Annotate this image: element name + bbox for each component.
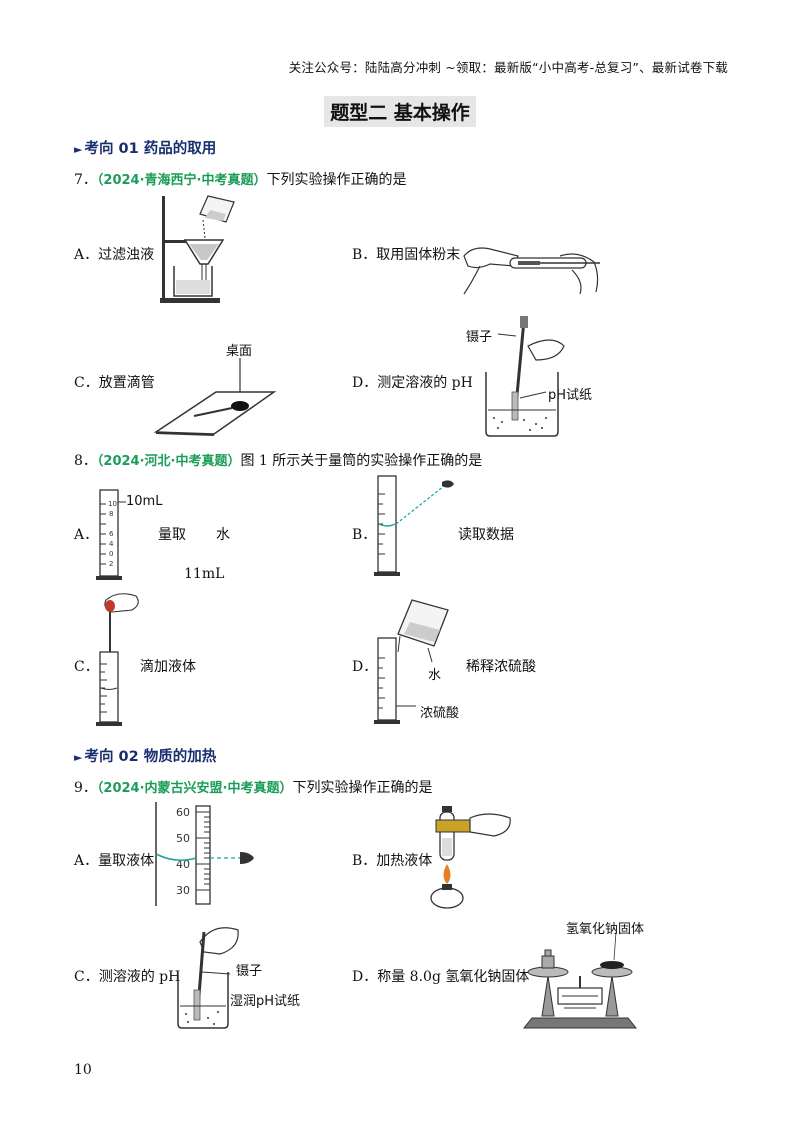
option-letter: A． — [74, 853, 99, 869]
q8-c-text: 滴加液体 — [140, 659, 196, 675]
question-number: 9． — [74, 780, 97, 796]
graduated-cylinder-a-figure: 10 8 6 4 0 2 — [96, 489, 126, 580]
question-source: （2024·内蒙古兴安盟·中考真题） — [96, 781, 293, 796]
diluting-acid-figure — [374, 599, 449, 724]
option-letter: A． — [74, 527, 99, 543]
question-number: 7． — [74, 172, 97, 188]
option-text: 加热液体 — [376, 853, 433, 869]
section-label: 考向 01 药品的取用 — [84, 141, 217, 157]
q8-a-text3: 11mL — [184, 566, 225, 582]
section-heading-1: ►考向 01 药品的取用 — [74, 137, 216, 158]
section-heading-2: ►考向 02 物质的加热 — [74, 745, 216, 766]
scale-label: 60 — [176, 806, 190, 819]
filtration-apparatus-figure — [160, 195, 235, 303]
triangle-marker-icon: ► — [74, 143, 83, 156]
q9-option-b[interactable]: B．加热液体 — [352, 850, 432, 870]
q8-option-a[interactable]: A． — [74, 524, 98, 544]
option-letter: D． — [352, 375, 378, 391]
question-7-stem: 7．（2024·青海西宁·中考真题）下列实验操作正确的是 — [74, 169, 406, 189]
ph-paper-label: pH试纸 — [548, 388, 593, 403]
q9-option-d[interactable]: D．称量 8.0g 氢氧化钠固体 — [352, 966, 529, 986]
page-title: 题型二 基本操作 — [324, 96, 476, 127]
question-text: 下列实验操作正确的是 — [292, 780, 433, 796]
tick-label: 6 — [109, 530, 114, 538]
wet-ph-paper-label: 湿润pH试纸 — [230, 994, 301, 1009]
question-text: 下列实验操作正确的是 — [266, 172, 407, 188]
q8-option-c[interactable]: C． — [74, 656, 99, 676]
q8-a-text2: 水 — [216, 527, 230, 543]
tweezers-label: 镊子 — [466, 330, 493, 345]
scale-label: 50 — [176, 832, 190, 845]
triangle-marker-icon: ► — [74, 751, 83, 764]
ten-ml-label: 10mL — [126, 494, 163, 509]
question-source: （2024·河北·中考真题） — [96, 454, 241, 469]
scale-label: 40 — [176, 858, 190, 871]
water-label: 水 — [428, 668, 442, 683]
ph-test-beaker-figure — [485, 316, 565, 437]
option-letter: D． — [352, 969, 378, 985]
question-text: 图 1 所示关于量筒的实验操作正确的是 — [240, 453, 483, 469]
section-label: 考向 02 物质的加热 — [84, 749, 217, 765]
option-letter: C． — [74, 375, 99, 391]
option-letter: B． — [352, 853, 377, 869]
dropping-liquid-cylinder-figure — [96, 593, 139, 726]
desk-label: 桌面 — [226, 344, 253, 359]
question-9-stem: 9．（2024·内蒙古兴安盟·中考真题）下列实验操作正确的是 — [74, 777, 432, 797]
page-title-wrap: 题型二 基本操作 — [0, 96, 800, 127]
q8-b-text: 读取数据 — [458, 527, 514, 543]
option-letter: C． — [74, 969, 99, 985]
page-number: 10 — [74, 1062, 92, 1078]
question-source: （2024·青海西宁·中考真题） — [96, 173, 267, 188]
tweezers-label-2: 镊子 — [236, 964, 263, 979]
naoh-label: 氢氧化钠固体 — [566, 922, 645, 937]
conc-acid-label: 浓硫酸 — [420, 706, 460, 721]
tick-label: 4 — [109, 540, 114, 548]
option-letter: C． — [74, 659, 99, 675]
option-letter: A． — [74, 247, 99, 263]
q7-option-c[interactable]: C．放置滴管 — [74, 372, 155, 392]
q8-option-b[interactable]: B． — [352, 524, 376, 544]
option-text: 放置滴管 — [98, 375, 155, 391]
question-8-stem: 8．（2024·河北·中考真题）图 1 所示关于量筒的实验操作正确的是 — [74, 450, 482, 470]
reading-cylinder-b-figure — [374, 475, 454, 576]
q8-a-text1: 量取 — [158, 527, 186, 543]
option-text: 量取液体 — [98, 853, 155, 869]
measuring-liquid-scale-figure: 60 50 40 30 — [155, 802, 254, 906]
scale-label: 30 — [176, 884, 190, 897]
tick-label: 0 — [109, 550, 113, 558]
q8-d-text: 稀释浓硫酸 — [466, 659, 536, 675]
tick-label: 10 — [108, 500, 117, 508]
heating-liquid-figure — [430, 806, 511, 909]
option-text: 测溶液的 pH — [98, 969, 181, 985]
option-letter: B． — [352, 527, 377, 543]
wet-ph-test-figure — [177, 927, 239, 1029]
q9-option-a[interactable]: A．量取液体 — [74, 850, 154, 870]
q7-option-d[interactable]: D．测定溶液的 pH — [352, 372, 473, 392]
question-number: 8． — [74, 453, 97, 469]
q9-option-c[interactable]: C．测溶液的 pH — [74, 966, 180, 986]
dropper-on-desk-figure — [153, 358, 277, 436]
tick-label: 8 — [109, 510, 113, 518]
option-letter: D． — [352, 659, 378, 675]
option-text: 取用固体粉末 — [376, 247, 461, 263]
q7-option-a[interactable]: A．过滤浊液 — [74, 244, 154, 264]
option-text: 称量 8.0g 氢氧化钠固体 — [377, 969, 530, 985]
balance-scale-figure — [522, 931, 638, 1029]
option-text: 过滤浊液 — [98, 247, 155, 263]
tick-label: 2 — [109, 560, 113, 568]
test-tube-powder-figure — [463, 247, 600, 295]
header-note: 关注公众号：陆陆高分冲刺 ~领取：最新版“小中高考-总复习”、最新试卷下载 — [288, 60, 728, 75]
q8-option-d[interactable]: D． — [352, 656, 377, 676]
q7-option-b[interactable]: B．取用固体粉末 — [352, 244, 460, 264]
option-letter: B． — [352, 247, 377, 263]
option-text: 测定溶液的 pH — [377, 375, 473, 391]
